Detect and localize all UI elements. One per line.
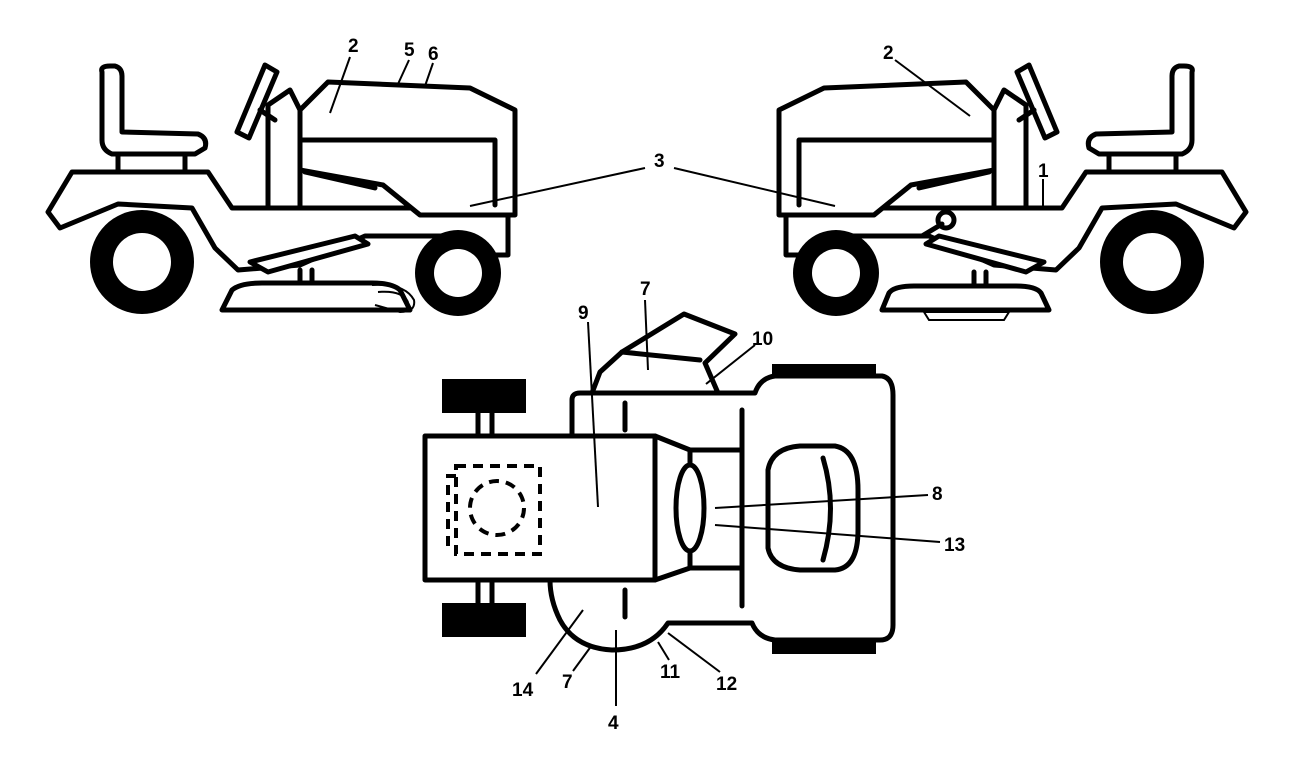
callout-11: 11 [660, 662, 681, 683]
callout-5: 5 [404, 40, 415, 61]
right-mower-deck [879, 283, 1052, 313]
left-chassis [45, 169, 511, 273]
callout-2-right: 2 [883, 43, 894, 64]
callout-4: 4 [608, 713, 619, 734]
callout-8: 8 [932, 484, 943, 505]
tractor-left-side-view [45, 62, 518, 316]
top-front-wheel-upper [442, 379, 526, 413]
right-hood [776, 79, 997, 218]
left-seat [99, 63, 209, 157]
discharge-chute [589, 311, 738, 396]
tractor-right-side-view [776, 62, 1249, 321]
callout-10: 10 [752, 329, 773, 350]
leader-lines [329, 56, 1044, 706]
callout-labels: 2 5 6 3 2 1 7 9 10 8 13 14 7 11 12 4 [348, 36, 1049, 734]
callout-2-left: 2 [348, 36, 359, 57]
callout-12: 12 [716, 674, 737, 695]
callout-3: 3 [654, 151, 665, 172]
right-chassis [783, 169, 1249, 273]
callout-9: 9 [578, 303, 589, 324]
top-rear-wheel-lower [772, 640, 876, 654]
callout-1: 1 [1038, 161, 1049, 182]
right-seat [1085, 63, 1195, 157]
top-front-wheel-lower [442, 603, 526, 637]
callout-7-top: 7 [640, 279, 651, 300]
top-hood [422, 433, 693, 583]
callout-13: 13 [944, 535, 965, 556]
top-seat [765, 443, 861, 573]
engine-outline [454, 464, 542, 556]
callout-6: 6 [428, 44, 439, 65]
callout-14: 14 [512, 680, 534, 701]
tractor-top-view [422, 311, 896, 654]
left-hood [297, 79, 518, 218]
callout-7-bottom: 7 [562, 672, 573, 693]
steering-wheel-top [673, 462, 707, 554]
